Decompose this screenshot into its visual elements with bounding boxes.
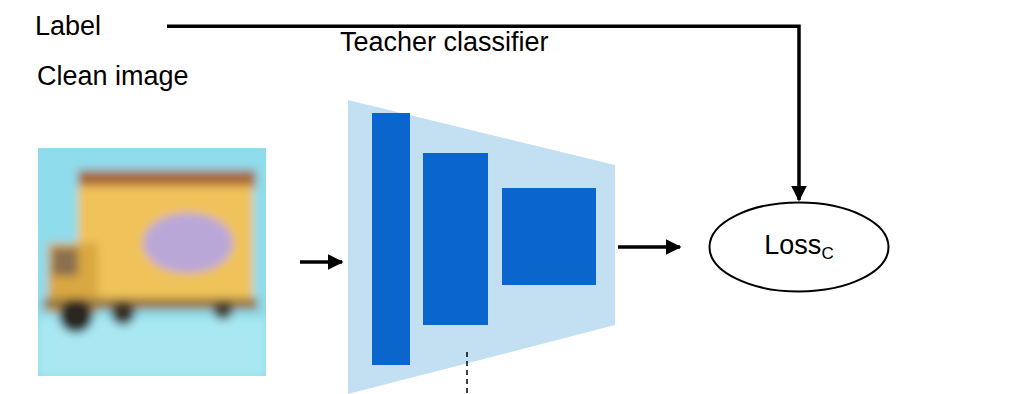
- image-node: Clean image: [37, 60, 269, 378]
- heading-text: Teacher classifier: [340, 26, 635, 58]
- arrow-connector: [618, 245, 680, 249]
- classifier-node: Teacher classifier: [340, 26, 635, 394]
- arrow-connector: [300, 260, 342, 264]
- label-node: Label: [35, 10, 159, 50]
- loss-node: LossC: [708, 201, 890, 293]
- heading-text: Clean image: [37, 60, 269, 92]
- clean-image: [38, 148, 266, 376]
- heading-text: Label: [35, 10, 159, 42]
- classifier-trapezoid: [348, 100, 616, 394]
- loss-text: LossC: [764, 229, 833, 264]
